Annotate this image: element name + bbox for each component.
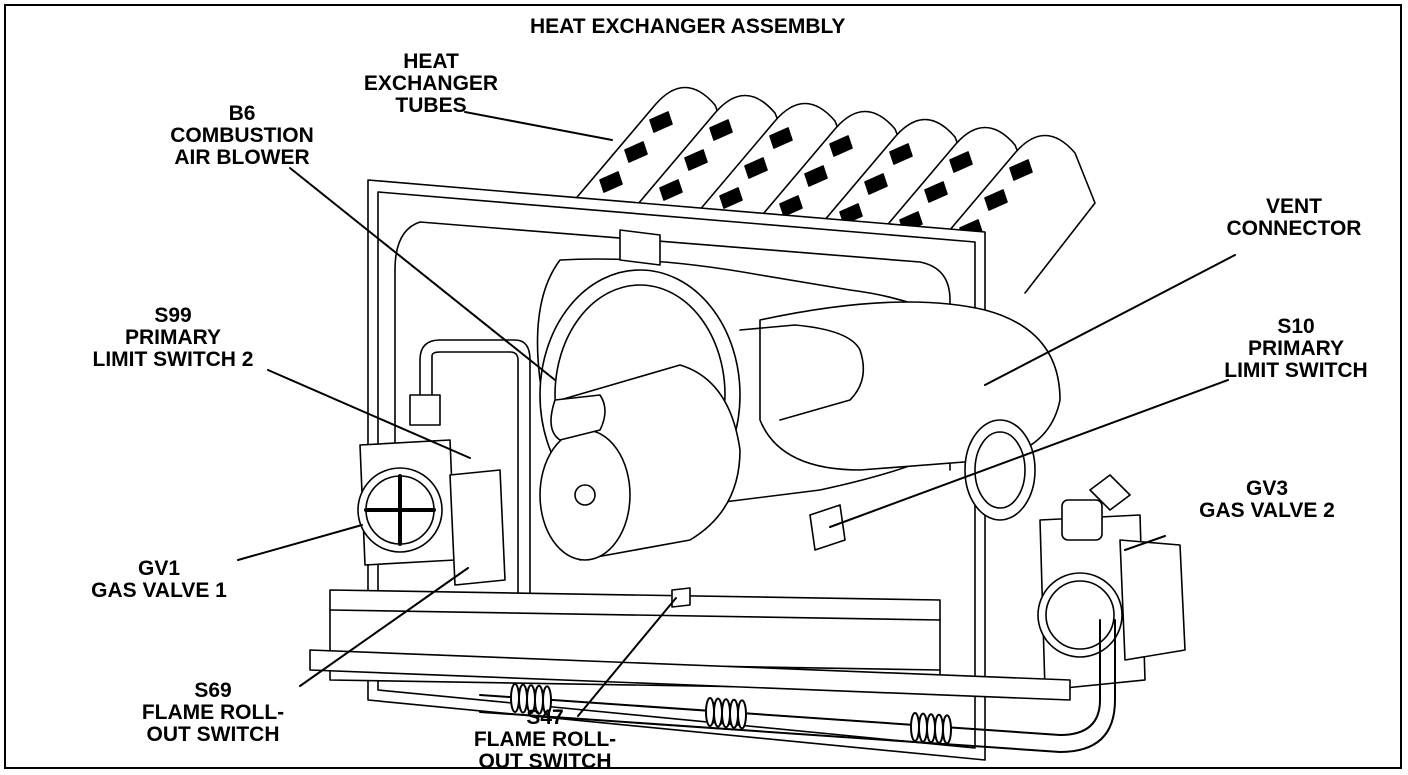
tube-dimple: [719, 187, 743, 209]
switch-s47: [671, 587, 691, 608]
tube-dimple: [649, 111, 673, 133]
tube-dimple: [804, 165, 828, 187]
vent-connector: [739, 301, 1061, 521]
pipe-bellows-ring: [705, 697, 715, 727]
pipe-bellows-ring: [737, 699, 747, 730]
tube-dimple: [924, 181, 948, 203]
gas-pipe-upper: [409, 339, 531, 611]
label-s10-primary-limit-switch: S10 PRIMARY LIMIT SWITCH: [1224, 315, 1368, 382]
burner-manifold: [309, 589, 1071, 701]
tube-dimple: [889, 143, 913, 165]
tube-dimple: [744, 157, 768, 179]
label-s99-primary-limit-switch-2: S99 PRIMARY LIMIT SWITCH 2: [92, 304, 254, 371]
pipe-bellows-ring: [729, 698, 739, 729]
gas-valve-1: [357, 439, 506, 586]
label-gv1-gas-valve-1: GV1 GAS VALVE 1: [91, 557, 227, 602]
label-s47-flame-rollout-switch: S47 FLAME ROLL- OUT SWITCH: [473, 706, 617, 773]
tube-dimple: [829, 135, 853, 157]
tube-dimple: [599, 171, 623, 193]
tube-dimple: [1009, 159, 1033, 181]
label-vent-connector: VENT CONNECTOR: [1226, 195, 1362, 240]
label-s69-flame-rollout-switch: S69 FLAME ROLL- OUT SWITCH: [141, 679, 285, 746]
gas-valve-2: [1037, 474, 1186, 691]
label-b6-combustion-air-blower: B6 COMBUSTION AIR BLOWER: [170, 102, 314, 169]
gas-pipe-lower: [479, 619, 1116, 753]
tube-dimple: [949, 151, 973, 173]
pipe-bellows-ring: [934, 713, 944, 744]
tube-dimple: [684, 149, 708, 171]
pipe-bellows-ring: [942, 714, 952, 745]
diagram-title: HEAT EXCHANGER ASSEMBLY: [530, 15, 846, 38]
blower-motor: [539, 364, 741, 561]
label-gv3-gas-valve-2: GV3 GAS VALVE 2: [1199, 477, 1335, 522]
pipe-bellows-ring: [721, 698, 731, 729]
switch-s10: [809, 504, 846, 551]
pipe-bellows-ring: [713, 697, 723, 728]
tube-dimple: [659, 179, 683, 201]
tube-dimple: [779, 195, 803, 217]
leader-lines: [237, 111, 1236, 717]
tube-dimple: [864, 173, 888, 195]
tube-dimple: [769, 127, 793, 149]
pipe-bellows-ring: [926, 713, 936, 744]
pipe-bellows-ring: [542, 685, 552, 716]
tube-dimple: [709, 119, 733, 141]
pipe-bellows-ring: [918, 712, 928, 743]
tube-dimple: [624, 141, 648, 163]
label-heat-exchanger-tubes: HEAT EXCHANGER TUBES: [363, 50, 499, 117]
pipe-bellows-ring: [910, 712, 920, 742]
tube-dimple: [984, 189, 1008, 211]
